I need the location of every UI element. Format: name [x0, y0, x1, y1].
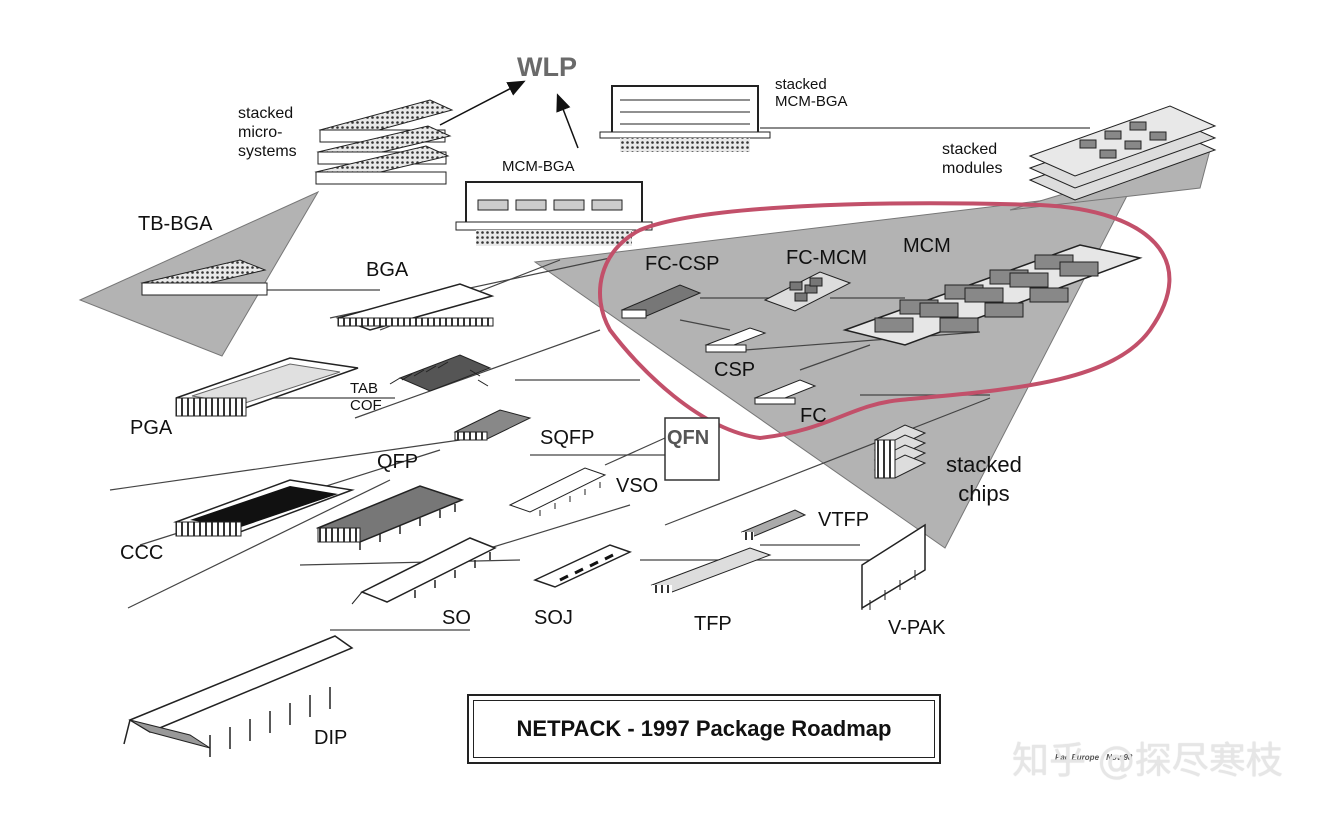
sqfp-illustration — [453, 409, 532, 441]
stacked-modules-label: stacked modules — [942, 141, 1003, 177]
tab-cof-illustration — [389, 354, 492, 392]
fc-csp-illustration — [620, 284, 702, 319]
tab-cof-label: TAB COF — [350, 380, 382, 414]
dip-illustration — [123, 635, 354, 757]
vtfp-label: VTFP — [818, 509, 870, 531]
ccc-illustration — [173, 479, 355, 537]
sqfp-label: SQFP — [540, 427, 595, 449]
pga-label: PGA — [130, 417, 173, 439]
ccc-label: CCC — [120, 542, 164, 564]
fc-label: FC — [800, 405, 827, 427]
fc-illustration — [753, 379, 817, 405]
soj-illustration — [533, 544, 632, 588]
main-triangle — [533, 189, 1131, 549]
mcm-label: MCM — [903, 235, 951, 257]
fc-mcm-label: FC-MCM — [786, 247, 868, 269]
bga-label: BGA — [366, 259, 409, 281]
stacked-micro-systems-label: stacked micro- systems — [238, 105, 297, 160]
stacked-chips-illustration — [873, 424, 927, 479]
vtfp-illustration — [740, 509, 807, 540]
stacked-mcm-bga-label: stacked MCM-BGA — [775, 76, 848, 110]
stacked-mcm-bga-illustration — [599, 85, 771, 152]
mcm-bga-label: MCM-BGA — [502, 158, 575, 175]
arrow-to-wlp-left — [439, 80, 526, 126]
so-illustration — [351, 537, 497, 605]
tfp-label: TFP — [694, 613, 732, 635]
tfp-illustration — [650, 547, 772, 593]
arrow-to-wlp-right — [556, 93, 579, 149]
qfn-label: QFN — [667, 427, 710, 449]
v-pak-label: V-PAK — [888, 617, 946, 639]
fc-mcm-illustration — [763, 271, 852, 312]
qfp-label: QFP — [377, 451, 419, 473]
qfp-illustration — [315, 485, 465, 550]
pga-illustration — [175, 357, 359, 417]
csp-illustration — [704, 327, 767, 353]
qfn-box — [664, 417, 720, 481]
dip-label: DIP — [314, 727, 348, 749]
stacked-chips-label: stacked chips — [946, 452, 1022, 506]
tb-bga-label: TB-BGA — [138, 213, 213, 235]
vso-illustration — [508, 467, 607, 516]
diagram-title: NETPACK - 1997 Package Roadmap — [516, 716, 892, 741]
mcm-bga-illustration — [455, 181, 653, 246]
credit-text: Pac Europe - Nov 98 — [1055, 753, 1133, 762]
tb-bga-illustration — [140, 259, 268, 296]
vso-label: VSO — [616, 475, 659, 497]
bga-illustration — [335, 283, 495, 331]
v-pak-illustration — [861, 523, 926, 610]
title-box: NETPACK - 1997 Package Roadmap — [467, 694, 941, 764]
stacked-modules-illustration — [1028, 105, 1217, 201]
highlight-outline — [598, 201, 1172, 441]
mcm-illustration — [842, 244, 1143, 346]
stacked-microsystems-illustration — [314, 99, 454, 185]
watermark: 知乎 @探尽寒枝 — [1012, 739, 1283, 782]
csp-label: CSP — [714, 359, 756, 381]
so-label: SO — [442, 607, 471, 629]
soj-label: SOJ — [534, 607, 573, 629]
wlp-label: WLP — [517, 52, 577, 82]
fc-csp-label: FC-CSP — [645, 253, 720, 275]
